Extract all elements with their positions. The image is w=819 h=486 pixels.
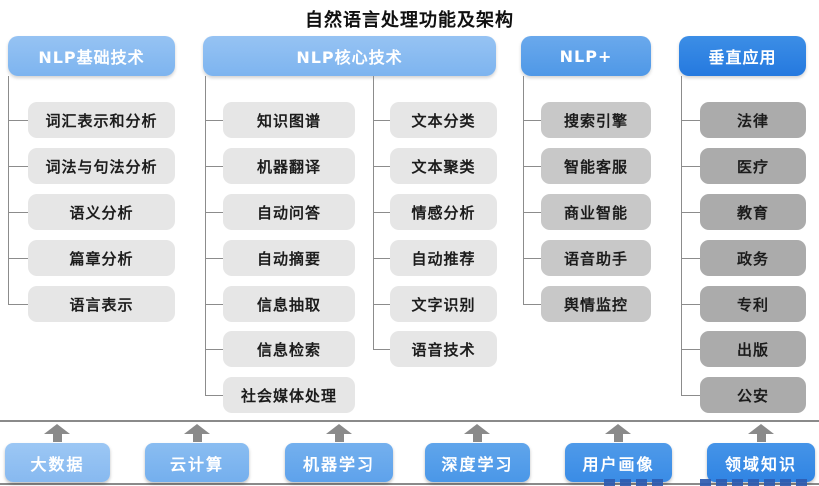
foundation-box-machine-learning: 机器学习 bbox=[285, 443, 393, 482]
page-title: 自然语言处理功能及架构 bbox=[305, 10, 514, 31]
foundation-box-user-profile: 用户画像 bbox=[565, 443, 672, 482]
up-arrow-icon bbox=[748, 424, 774, 442]
foundation-box-cloud-computing: 云计算 bbox=[145, 443, 249, 482]
foundation-box-domain-knowledge: 领域知识 bbox=[707, 443, 815, 482]
connector-stub bbox=[523, 212, 541, 213]
watermark-fragment bbox=[700, 479, 812, 486]
node-government: 政务 bbox=[700, 240, 806, 276]
node-social-media-processing: 社会媒体处理 bbox=[223, 377, 355, 413]
connector-trunk-vertical bbox=[681, 76, 682, 395]
node-discourse-analysis: 篇章分析 bbox=[28, 240, 175, 276]
connector-stub bbox=[523, 120, 541, 121]
node-patent: 专利 bbox=[700, 286, 806, 322]
connector-stub bbox=[523, 304, 541, 305]
connector-stub bbox=[205, 166, 223, 167]
node-search-engine: 搜索引擎 bbox=[541, 102, 651, 138]
connector-stub bbox=[373, 258, 390, 259]
connector-stub bbox=[681, 395, 700, 396]
connector-trunk-nlp-plus bbox=[523, 76, 524, 304]
connector-stub bbox=[523, 258, 541, 259]
connector-stub bbox=[205, 304, 223, 305]
node-sentiment-analysis: 情感分析 bbox=[390, 194, 497, 230]
node-ocr: 文字识别 bbox=[390, 286, 497, 322]
up-arrow-icon bbox=[464, 424, 490, 442]
connector-stub bbox=[681, 349, 700, 350]
connector-stub bbox=[373, 212, 390, 213]
node-education: 教育 bbox=[700, 194, 806, 230]
up-arrow-icon bbox=[605, 424, 631, 442]
connector-stub bbox=[205, 258, 223, 259]
node-voice-assistant: 语音助手 bbox=[541, 240, 651, 276]
connector-stub bbox=[681, 304, 700, 305]
column-header-vertical-apps: 垂直应用 bbox=[679, 36, 806, 76]
column-header-nlp-basic: NLP基础技术 bbox=[8, 36, 175, 76]
up-arrow-icon bbox=[44, 424, 70, 442]
connector-stub bbox=[681, 212, 700, 213]
connector-stub bbox=[8, 258, 28, 259]
connector-stub bbox=[205, 212, 223, 213]
node-auto-summarization: 自动摘要 bbox=[223, 240, 355, 276]
column-header-nlp-plus: NLP+ bbox=[521, 36, 651, 76]
node-opinion-monitoring: 舆情监控 bbox=[541, 286, 651, 322]
watermark-fragment bbox=[604, 479, 668, 486]
connector-stub bbox=[205, 395, 223, 396]
connector-stub bbox=[681, 258, 700, 259]
node-information-extraction: 信息抽取 bbox=[223, 286, 355, 322]
connector-stub bbox=[8, 120, 28, 121]
node-speech-technology: 语音技术 bbox=[390, 331, 497, 367]
node-auto-recommendation: 自动推荐 bbox=[390, 240, 497, 276]
node-knowledge-graph: 知识图谱 bbox=[223, 102, 355, 138]
separator-line-top bbox=[0, 420, 819, 422]
connector-stub bbox=[373, 120, 390, 121]
up-arrow-icon bbox=[184, 424, 210, 442]
node-smart-customer-service: 智能客服 bbox=[541, 148, 651, 184]
node-medical: 医疗 bbox=[700, 148, 806, 184]
connector-trunk-basic bbox=[8, 76, 9, 304]
connector-stub bbox=[8, 212, 28, 213]
node-text-clustering: 文本聚类 bbox=[390, 148, 497, 184]
column-header-nlp-core: NLP核心技术 bbox=[203, 36, 496, 76]
node-publishing: 出版 bbox=[700, 331, 806, 367]
connector-stub bbox=[373, 349, 390, 350]
connector-stub bbox=[373, 166, 390, 167]
foundation-box-big-data: 大数据 bbox=[5, 443, 110, 482]
node-text-classification: 文本分类 bbox=[390, 102, 497, 138]
up-arrow-icon bbox=[326, 424, 352, 442]
node-morph-syntax-analysis: 词法与句法分析 bbox=[28, 148, 175, 184]
connector-stub bbox=[205, 120, 223, 121]
connector-stub bbox=[8, 166, 28, 167]
connector-stub bbox=[681, 166, 700, 167]
connector-stub bbox=[373, 304, 390, 305]
node-machine-translation: 机器翻译 bbox=[223, 148, 355, 184]
node-language-representation: 语言表示 bbox=[28, 286, 175, 322]
node-business-intelligence: 商业智能 bbox=[541, 194, 651, 230]
connector-stub bbox=[681, 120, 700, 121]
node-lexical-representation: 词汇表示和分析 bbox=[28, 102, 175, 138]
connector-trunk-core-left bbox=[205, 76, 206, 395]
separator-line-bottom bbox=[0, 483, 819, 485]
connector-stub bbox=[205, 349, 223, 350]
node-information-retrieval: 信息检索 bbox=[223, 331, 355, 367]
connector-stub bbox=[8, 304, 28, 305]
node-semantic-analysis: 语义分析 bbox=[28, 194, 175, 230]
node-auto-qa: 自动问答 bbox=[223, 194, 355, 230]
foundation-box-deep-learning: 深度学习 bbox=[425, 443, 530, 482]
node-public-security: 公安 bbox=[700, 377, 806, 413]
node-law: 法律 bbox=[700, 102, 806, 138]
connector-stub bbox=[523, 166, 541, 167]
